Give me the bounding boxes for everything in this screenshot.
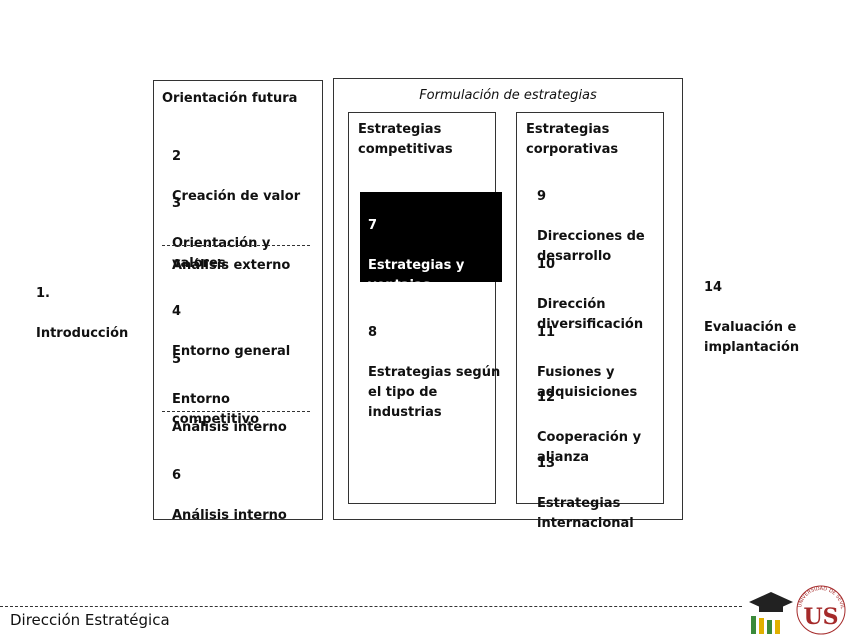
item-11: 11 Fusiones y adquisiciones (537, 303, 637, 423)
footer-divider (0, 606, 742, 607)
item-number: 3 (172, 196, 182, 211)
item-number: 5 (172, 352, 182, 367)
competitivas-box (348, 112, 496, 504)
item-label: Estrategias internacional (537, 496, 634, 531)
item-label: Entorno general (172, 344, 291, 359)
item-13: 13 Estrategias internacional (537, 434, 634, 554)
item-number: 8 (368, 325, 378, 340)
item-label: Creación de valor (172, 189, 301, 204)
intro-block: 1. Introducción (36, 264, 128, 364)
analisis-interno-title: Análisis interno (172, 420, 287, 435)
item-5: 5 Entorno competitivo (172, 330, 259, 450)
orientacion-title: Orientación futura (162, 91, 298, 106)
university-logo: UNIVERSIDAD DE SEVILLA US (745, 580, 846, 635)
item-label: Orientación y valores (172, 236, 271, 271)
item-label: Fusiones y adquisiciones (537, 365, 638, 400)
item-3: 3 Orientación y valores (172, 174, 270, 294)
item-label: Cooperación y alianza (537, 430, 642, 465)
section-divider (162, 411, 310, 412)
seal-icon (796, 585, 846, 635)
item-number: 4 (172, 304, 182, 319)
item-12: 12 Cooperación y alianza (537, 368, 641, 488)
evaluacion-block: 14 Evaluación e implantación (704, 258, 799, 378)
footer-title: Dirección Estratégica (10, 611, 170, 629)
item-label: Estrategias y ventajas competitivas (368, 258, 465, 313)
item-label: Entorno competitivo (172, 392, 260, 427)
corporativas-box (516, 112, 664, 504)
evaluacion-label: Evaluación e implantación (704, 320, 800, 355)
item-6: 6 Análisis interno (172, 446, 287, 546)
corporativas-title: Estrategias corporativas (526, 122, 619, 157)
item-2: 2 Creación de valor (172, 127, 300, 227)
svg-text:US: US (803, 604, 838, 630)
item-label: Direcciones de desarrollo (537, 229, 645, 264)
formulacion-title: Formulación de estrategias (419, 88, 597, 103)
item-number: 9 (537, 189, 547, 204)
analisis-externo-title: Análisis externo (172, 258, 291, 273)
highlight-box (360, 192, 502, 282)
item-label: Estrategias según el tipo de industrias (368, 365, 501, 420)
item-label: Análisis interno (172, 508, 287, 523)
item-number: 6 (172, 468, 182, 483)
item-4: 4 Entorno general (172, 282, 290, 382)
item-number: 11 (537, 325, 556, 340)
item-label: Dirección diversificación (537, 297, 644, 332)
analysis-box (153, 80, 323, 520)
item-number: 13 (537, 456, 556, 471)
item-number: 10 (537, 257, 556, 272)
intro-number: 1. (36, 286, 50, 301)
intro-label: Introducción (36, 326, 129, 341)
item-number: 2 (172, 149, 182, 164)
item-number: 7 (368, 218, 378, 233)
section-divider (162, 245, 310, 246)
item-number: 12 (537, 390, 556, 405)
item-8: 8 Estrategias según el tipo de industria… (368, 303, 500, 443)
competitivas-title: Estrategias competitivas (358, 122, 453, 157)
evaluacion-number: 14 (704, 280, 723, 295)
item-7: 7 Estrategias y ventajas competitivas (368, 196, 464, 336)
item-9: 9 Direcciones de desarrollo (537, 167, 645, 287)
item-10: 10 Dirección diversificación (537, 235, 643, 355)
